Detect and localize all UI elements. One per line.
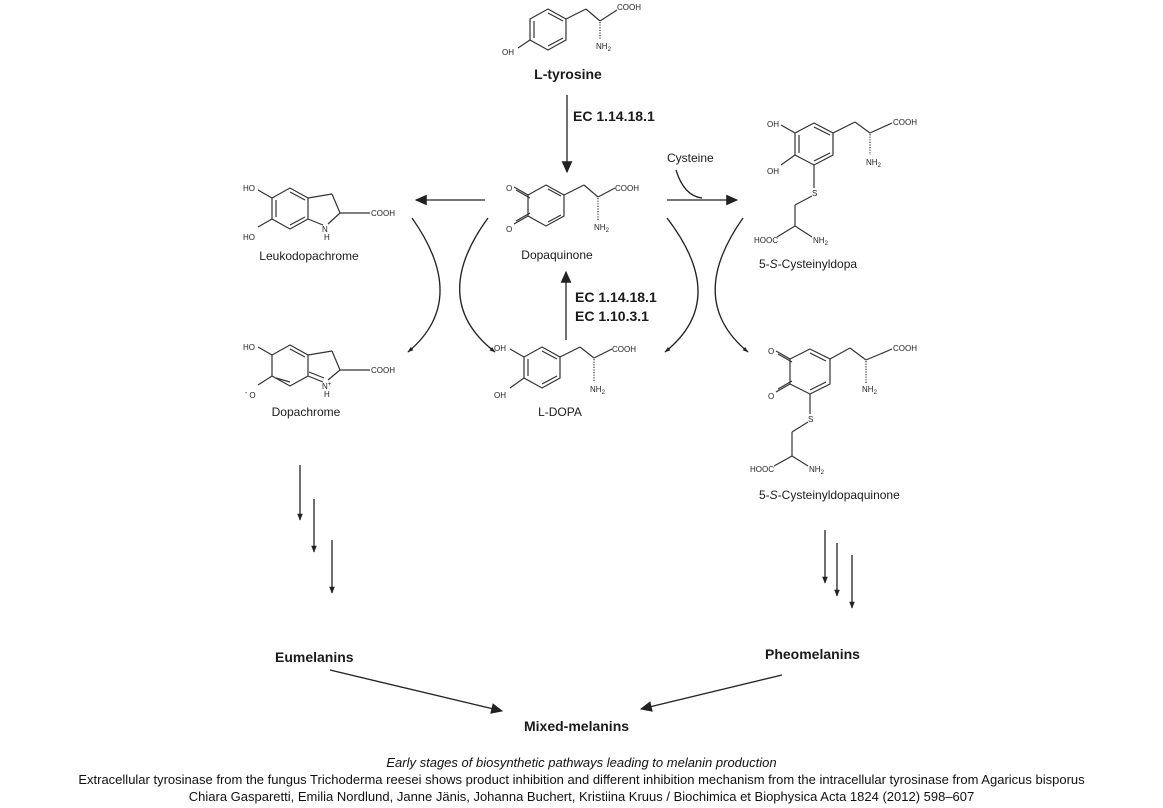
- svg-text:NH2: NH2: [813, 236, 829, 247]
- compound-5-s-cysteinyldopa: OH OH COOH NH2 S HOOC NH2 5-S-Cysteinyld…: [754, 118, 917, 271]
- tyrosine-structure: OH COOH NH2: [502, 3, 641, 57]
- multistep-arrows-eumelanin: [297, 465, 335, 594]
- atom-nh2: NH: [596, 42, 608, 51]
- atom-nh2: NH: [809, 465, 821, 474]
- atom-nh2: NH: [590, 385, 602, 394]
- compound-name-dopachrome: Dopachrome: [272, 405, 341, 419]
- svg-text:NH2: NH2: [594, 223, 610, 234]
- svg-text:NH2: NH2: [866, 158, 882, 169]
- multistep-arrows-pheomelanin: [822, 530, 855, 609]
- atom-n: N: [322, 382, 328, 391]
- atom-n-charge: +: [328, 382, 332, 388]
- atom-nh2: NH: [866, 158, 878, 167]
- atom-cooh: COOH: [612, 345, 636, 354]
- figure-caption-article: Extracellular tyrosinase from the fungus…: [78, 772, 1085, 787]
- atom-cooh: COOH: [615, 184, 639, 193]
- svg-text:-O: -O: [245, 390, 256, 400]
- arrow-ldopa-redox-right: [664, 217, 699, 353]
- svg-text:NH2: NH2: [590, 385, 606, 396]
- leukodopachrome-structure: HO HO COOH N H: [243, 184, 395, 242]
- reagent-label-cysteine: Cysteine: [667, 151, 714, 165]
- atom-cooh: COOH: [893, 118, 917, 127]
- compound-dopaquinone: O O COOH NH2 Dopaquinone: [506, 184, 639, 262]
- atom-o: O: [768, 392, 774, 401]
- arrow-eumelanins-to-mixed: [329, 669, 504, 714]
- compound-leukodopachrome: HO HO COOH N H Leukodopachrome: [243, 184, 395, 263]
- enzyme-label-ec-1-14-18-1-b: EC 1.14.18.1: [575, 289, 657, 305]
- compound-5-s-cysteinyldopaquinone: O O COOH NH2 S HOOC NH2 5-S-Cysteinyldop…: [750, 344, 917, 502]
- compound-name-l-dopa: L-DOPA: [538, 405, 582, 419]
- arrow-cysteinyldopa-to-quinone: [714, 217, 749, 353]
- dopachrome-structure: HO -O COOH N+ H: [243, 343, 395, 400]
- atom-hooc: HOOC: [754, 236, 778, 245]
- compound-name-5-s-cysteinyldopaquinone: 5-S-Cysteinyldopaquinone: [759, 488, 900, 502]
- compound-name-leukodopachrome: Leukodopachrome: [259, 249, 359, 263]
- arrow-cysteine-addition: [675, 169, 703, 199]
- atom-o: O: [506, 225, 512, 234]
- atom-ho: HO: [243, 184, 255, 193]
- arrow-dopaquinone-to-ldopa-left: [459, 217, 496, 353]
- atom-oh: OH: [767, 120, 779, 129]
- atom-ho: HO: [243, 343, 255, 352]
- cysteinyldopaquinone-structure: O O COOH NH2 S HOOC NH2: [750, 344, 917, 476]
- dopaquinone-structure: O O COOH NH2: [506, 184, 639, 234]
- product-pheomelanins: Pheomelanins: [765, 646, 860, 662]
- product-eumelanins: Eumelanins: [275, 649, 354, 665]
- compound-name-5-s-cysteinyldopa: 5-S-Cysteinyldopa: [759, 257, 857, 271]
- figure-caption-citation: Chiara Gasparetti, Emilia Nordlund, Jann…: [188, 789, 975, 804]
- figure-caption-title: Early stages of biosynthetic pathways le…: [386, 755, 777, 770]
- atom-cooh: COOH: [617, 3, 641, 12]
- compound-dopachrome: HO -O COOH N+ H Dopachrome: [243, 343, 395, 419]
- ldopa-structure: OH OH COOH NH2: [494, 344, 636, 400]
- arrow-pheomelanins-to-mixed: [639, 674, 783, 712]
- atom-oh: OH: [494, 391, 506, 400]
- compound-l-dopa: OH OH COOH NH2 L-DOPA: [494, 344, 636, 419]
- atom-cooh: COOH: [371, 366, 395, 375]
- atom-n: N: [322, 225, 328, 234]
- atom-oh: OH: [767, 167, 779, 176]
- atom-nh2: NH: [594, 223, 606, 232]
- atom-o: O: [249, 391, 255, 400]
- svg-text:N+: N+: [322, 382, 332, 391]
- atom-hooc: HOOC: [750, 465, 774, 474]
- atom-cooh: COOH: [371, 209, 395, 218]
- atom-s: S: [812, 189, 817, 198]
- atom-o-charge: -: [245, 390, 248, 397]
- svg-text:NH2: NH2: [809, 465, 825, 476]
- compound-name-dopaquinone: Dopaquinone: [521, 248, 593, 262]
- enzyme-label-ec-1-14-18-1: EC 1.14.18.1: [573, 108, 655, 124]
- atom-oh: OH: [502, 48, 514, 57]
- atom-h: H: [324, 233, 330, 242]
- arrow-leukodopachrome-to-dopachrome: [407, 217, 441, 353]
- atom-nh2: NH: [813, 236, 825, 245]
- svg-text:NH2: NH2: [862, 385, 878, 396]
- atom-oh: OH: [494, 344, 506, 353]
- svg-text:NH2: NH2: [596, 42, 612, 53]
- atom-h: H: [324, 390, 330, 399]
- atom-ho: HO: [243, 233, 255, 242]
- compound-l-tyrosine: OH COOH NH2 L-tyrosine: [502, 3, 641, 82]
- enzyme-label-ec-1-10-3-1: EC 1.10.3.1: [575, 308, 649, 324]
- atom-o: O: [506, 184, 512, 193]
- compound-name-l-tyrosine: L-tyrosine: [534, 66, 602, 82]
- atom-cooh: COOH: [893, 344, 917, 353]
- product-mixed-melanins: Mixed-melanins: [524, 718, 629, 734]
- atom-s: S: [808, 415, 813, 424]
- cysteinyldopa-structure: OH OH COOH NH2 S HOOC NH2: [754, 118, 917, 247]
- atom-o: O: [768, 347, 774, 356]
- atom-nh2: NH: [862, 385, 874, 394]
